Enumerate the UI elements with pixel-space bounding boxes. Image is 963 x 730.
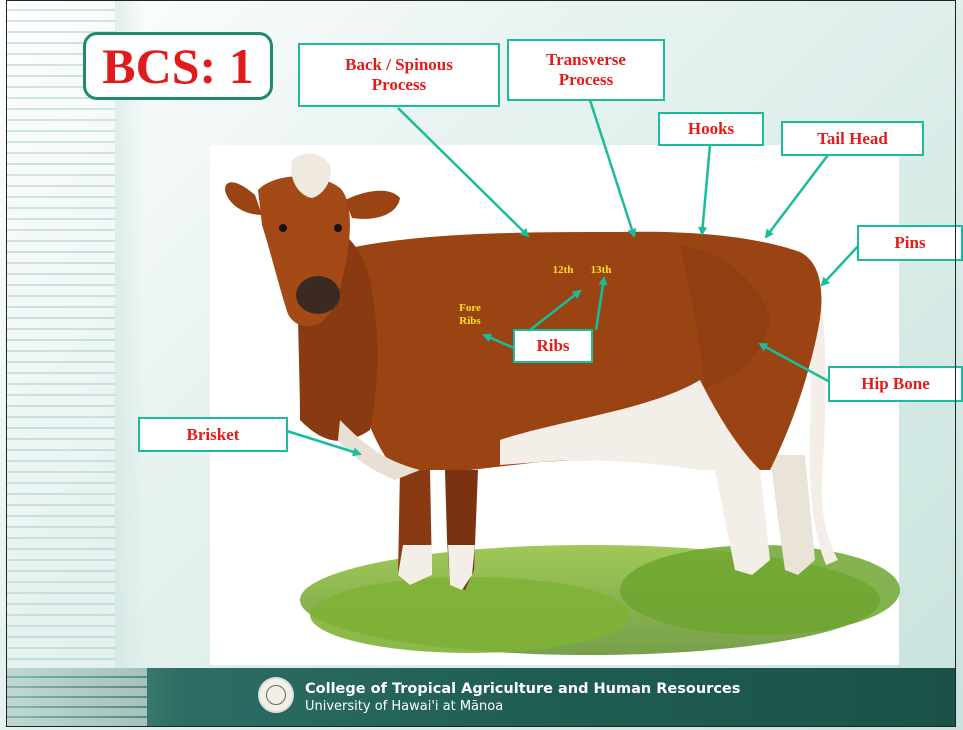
cow: [225, 154, 838, 590]
footer-university-name: University of Hawai'i at Mānoa: [305, 699, 503, 714]
arrow-transverse: [590, 100, 634, 236]
label-pins: Pins: [857, 225, 963, 261]
footer-stripes: [7, 668, 147, 726]
footer-college-name: College of Tropical Agriculture and Huma…: [305, 681, 740, 697]
label-brisket: Brisket: [138, 417, 288, 452]
label-hooks: Hooks: [658, 112, 764, 146]
university-seal-icon: [258, 677, 294, 713]
arrow-hooks: [702, 145, 710, 234]
label-transverse-process: Transverse Process: [507, 39, 665, 101]
arrow-tail-head: [766, 155, 828, 237]
label-hip-bone: Hip Bone: [828, 366, 963, 402]
label-tail-head: Tail Head: [781, 121, 924, 156]
annotation-13th-rib: 13th: [584, 264, 618, 277]
label-ribs: Ribs: [513, 329, 593, 363]
label-back-spinous-process: Back / Spinous Process: [298, 43, 500, 107]
footer-bar: [7, 668, 955, 726]
bcs-score-title: BCS: 1: [83, 32, 273, 100]
arrow-back: [398, 108, 528, 236]
annotation-12th-rib: 12th: [546, 264, 580, 277]
arrow-pins: [822, 244, 860, 285]
annotation-fore-ribs: Fore Ribs: [450, 302, 490, 328]
